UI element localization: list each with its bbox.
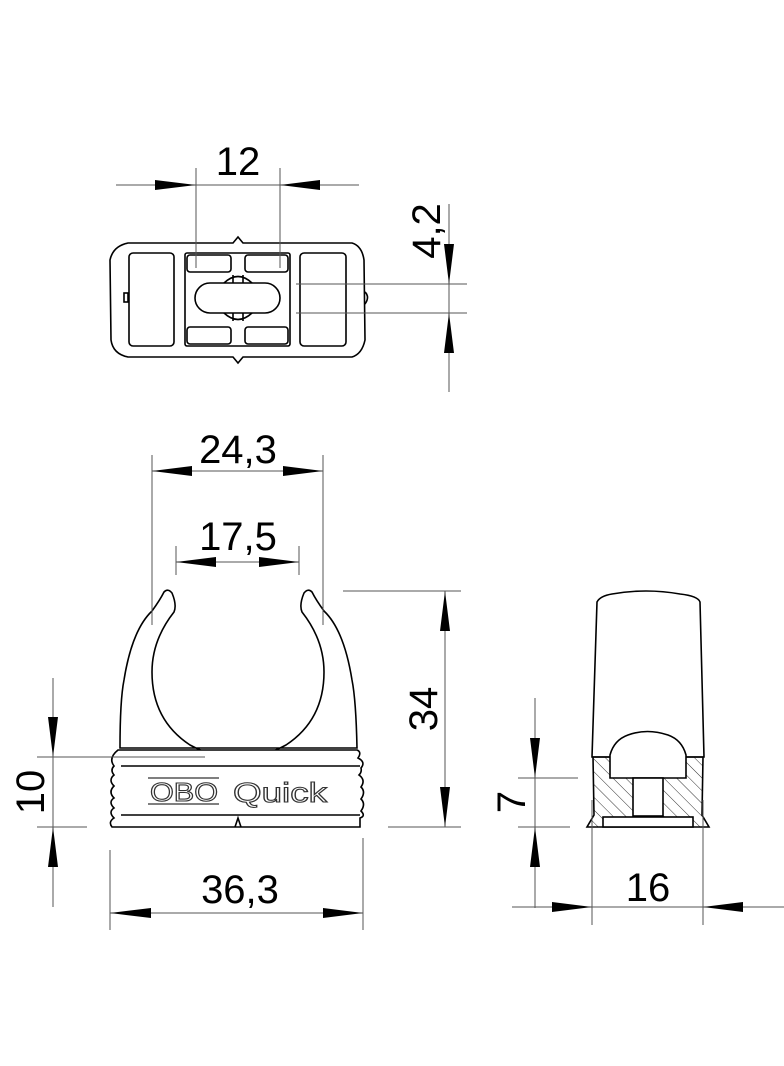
brand-logo-obo: OBO <box>150 777 218 807</box>
side-view: 7 16 <box>490 590 784 925</box>
dim-label-7: 7 <box>490 791 534 813</box>
dim-label-24-3: 24,3 <box>199 428 277 472</box>
dimension-4-2: 4,2 <box>296 203 467 392</box>
top-left-window <box>128 252 175 347</box>
dim-label-34: 34 <box>402 687 446 732</box>
dimension-24-3: 24,3 <box>151 428 324 625</box>
top-slot-rib-lower <box>223 312 253 321</box>
side-dome-head <box>609 730 687 779</box>
front-center-mark <box>234 815 242 828</box>
dimension-34: 34 <box>343 590 461 828</box>
front-view: OBO Quick 24,3 17,5 34 <box>9 428 461 930</box>
front-base-band <box>109 749 365 828</box>
top-center-frame <box>184 252 291 347</box>
dim-label-10: 10 <box>9 770 53 815</box>
top-slot-br <box>244 326 289 345</box>
dim-label-12: 12 <box>216 140 261 184</box>
top-left-nub <box>123 292 129 303</box>
top-slot-tl <box>186 254 232 273</box>
dimension-17-5: 17,5 <box>175 515 300 575</box>
top-slot-tr <box>244 254 289 273</box>
front-clip-body <box>119 589 358 759</box>
top-view: 12 4,2 <box>109 140 467 392</box>
dimension-36-3: 36,3 <box>109 838 364 930</box>
dim-label-16: 16 <box>626 866 671 910</box>
dimension-16: 16 <box>512 800 784 925</box>
side-body <box>591 590 705 758</box>
dim-label-36-3: 36,3 <box>201 868 279 912</box>
product-marking-quick: Quick <box>233 777 328 808</box>
top-right-window <box>299 252 347 347</box>
dimension-12: 12 <box>116 140 359 268</box>
top-right-nub <box>364 291 369 305</box>
front-marking: OBO Quick <box>148 776 329 809</box>
top-oval-slot <box>194 282 281 314</box>
side-stem <box>632 777 664 817</box>
top-slot-bl <box>186 326 232 345</box>
dimension-10: 10 <box>9 678 205 907</box>
dim-label-17-5: 17,5 <box>199 515 277 559</box>
dimension-7: 7 <box>490 698 578 908</box>
side-foot-plate <box>602 816 694 828</box>
top-slot-rib-upper <box>223 275 253 284</box>
dim-label-4-2: 4,2 <box>405 203 449 259</box>
